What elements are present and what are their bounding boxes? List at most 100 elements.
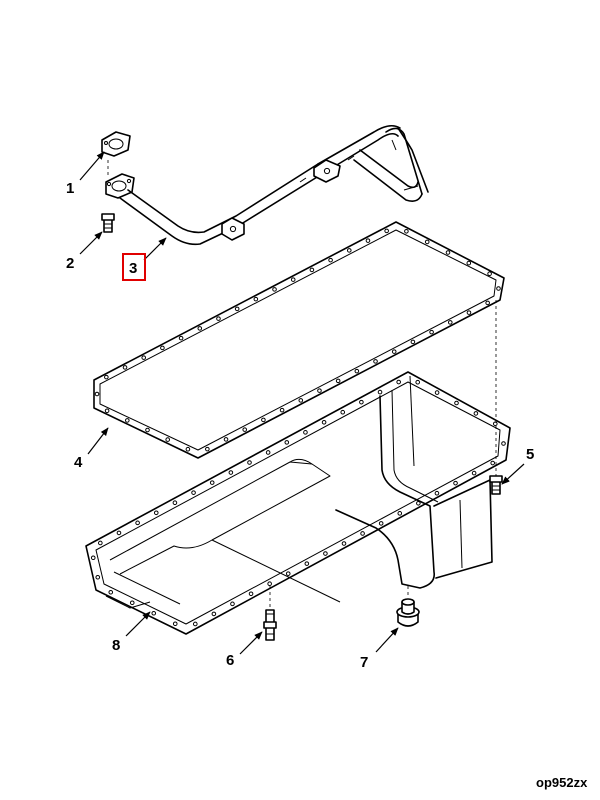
bolt-hole: [178, 335, 184, 341]
callout-3[interactable]: 4: [74, 427, 109, 471]
bolt-hole: [211, 611, 217, 617]
bolt-hole: [153, 510, 159, 516]
bolt-hole: [104, 374, 109, 380]
drain-plug[interactable]: [396, 598, 420, 627]
bolt-hole: [485, 300, 490, 306]
callout-8[interactable]: 8: [112, 611, 151, 654]
bolt-hole: [445, 250, 451, 255]
bolt-hole: [473, 411, 479, 416]
bolt-hole: [205, 446, 210, 452]
bolt-hole: [141, 355, 147, 360]
bolt-hole: [272, 287, 277, 292]
bolt-hole: [453, 480, 458, 486]
callout-4[interactable]: 5: [501, 446, 534, 485]
bolt-hole: [396, 379, 401, 385]
bolt-hole: [493, 421, 498, 427]
bolt-hole: [242, 427, 248, 432]
bolt-hole: [496, 286, 501, 291]
bolt-hole: [434, 490, 440, 496]
tube-capscrew[interactable]: [101, 213, 115, 233]
bolt-hole: [490, 460, 496, 466]
bolt-hole: [135, 520, 140, 526]
callout-2-label: 3: [129, 260, 137, 277]
bolt-hole: [209, 480, 215, 485]
bolt-hole: [377, 389, 383, 395]
bolt-hole: [501, 441, 506, 446]
stud[interactable]: [263, 609, 277, 641]
callout-5[interactable]: 6: [226, 631, 263, 669]
bolt-hole: [424, 239, 430, 245]
bolt-hole: [160, 345, 165, 351]
bolt-hole: [303, 430, 308, 435]
bolt-hole: [95, 574, 101, 580]
bolt-hole: [346, 248, 352, 253]
callout-2[interactable]: 3: [122, 237, 167, 281]
bolt-hole: [471, 470, 477, 476]
bolt-hole: [317, 388, 322, 393]
callout-5-label: 6: [226, 652, 234, 669]
bolt-hole: [340, 409, 346, 415]
bolt-hole: [378, 521, 384, 526]
callout-8-label: 8: [112, 637, 120, 654]
callout-1-label: 2: [66, 255, 74, 272]
bolt-hole: [192, 621, 198, 627]
bolt-hole: [116, 530, 122, 536]
bolt-hole: [104, 408, 110, 414]
callout-2-highlight-box: [122, 253, 146, 281]
bolt-hole: [125, 418, 130, 423]
bolt-hole: [129, 600, 135, 606]
bolt-hole: [279, 407, 285, 413]
bolt-hole: [323, 551, 328, 556]
bolt-hole: [298, 398, 304, 403]
bolt-hole: [253, 296, 259, 302]
bolt-hole: [328, 257, 333, 263]
bolt-hole: [397, 511, 403, 516]
callout-6-label: 1: [66, 180, 74, 197]
bolt-hole: [230, 601, 235, 607]
bolt-hole: [365, 238, 371, 243]
bolt-hole: [373, 359, 378, 364]
bolt-hole: [354, 368, 360, 374]
bolt-hole: [267, 581, 272, 587]
bolt-hole: [360, 531, 365, 536]
bolt-hole: [191, 490, 196, 495]
bolt-hole: [172, 621, 178, 627]
bolt-hole: [265, 450, 271, 455]
bolt-hole: [197, 326, 203, 331]
bolt-hole: [410, 339, 416, 345]
bolt-hole: [284, 440, 290, 445]
callout-6[interactable]: 1: [66, 151, 105, 197]
bolt-hole: [165, 437, 170, 442]
bolt-hole: [447, 320, 453, 325]
alignment-lines: [107, 160, 497, 608]
bolt-hole: [487, 271, 492, 277]
bolt-hole: [321, 419, 327, 425]
bolt-hole: [151, 610, 157, 616]
bolt-hole: [391, 349, 397, 354]
reference-code: op952zx: [536, 775, 588, 790]
bolt-hole: [122, 365, 128, 370]
oil-suction-tube[interactable]: [101, 124, 429, 246]
bolt-hole: [234, 306, 240, 312]
bolt-hole: [429, 329, 434, 335]
callout-1[interactable]: 2: [66, 231, 103, 272]
bolt-hole: [466, 260, 472, 266]
bolt-hole: [261, 417, 266, 423]
bolt-hole: [98, 540, 103, 546]
bolt-hole: [145, 427, 150, 433]
oil-pan-gasket[interactable]: [93, 221, 505, 459]
bolt-hole: [335, 378, 341, 384]
oil-pan[interactable]: [85, 371, 511, 635]
bolt-hole: [216, 316, 221, 321]
callout-7[interactable]: 7: [360, 627, 399, 671]
callout-3-label: 4: [74, 454, 83, 471]
bolt-hole: [434, 390, 440, 395]
bolt-hole: [247, 460, 252, 465]
pan-side-capscrew[interactable]: [489, 475, 503, 495]
bolt-hole: [90, 555, 96, 561]
bolt-hole: [290, 277, 296, 282]
bolt-hole: [359, 399, 364, 405]
callout-4-label: 5: [526, 446, 534, 463]
bolt-hole: [454, 400, 459, 406]
